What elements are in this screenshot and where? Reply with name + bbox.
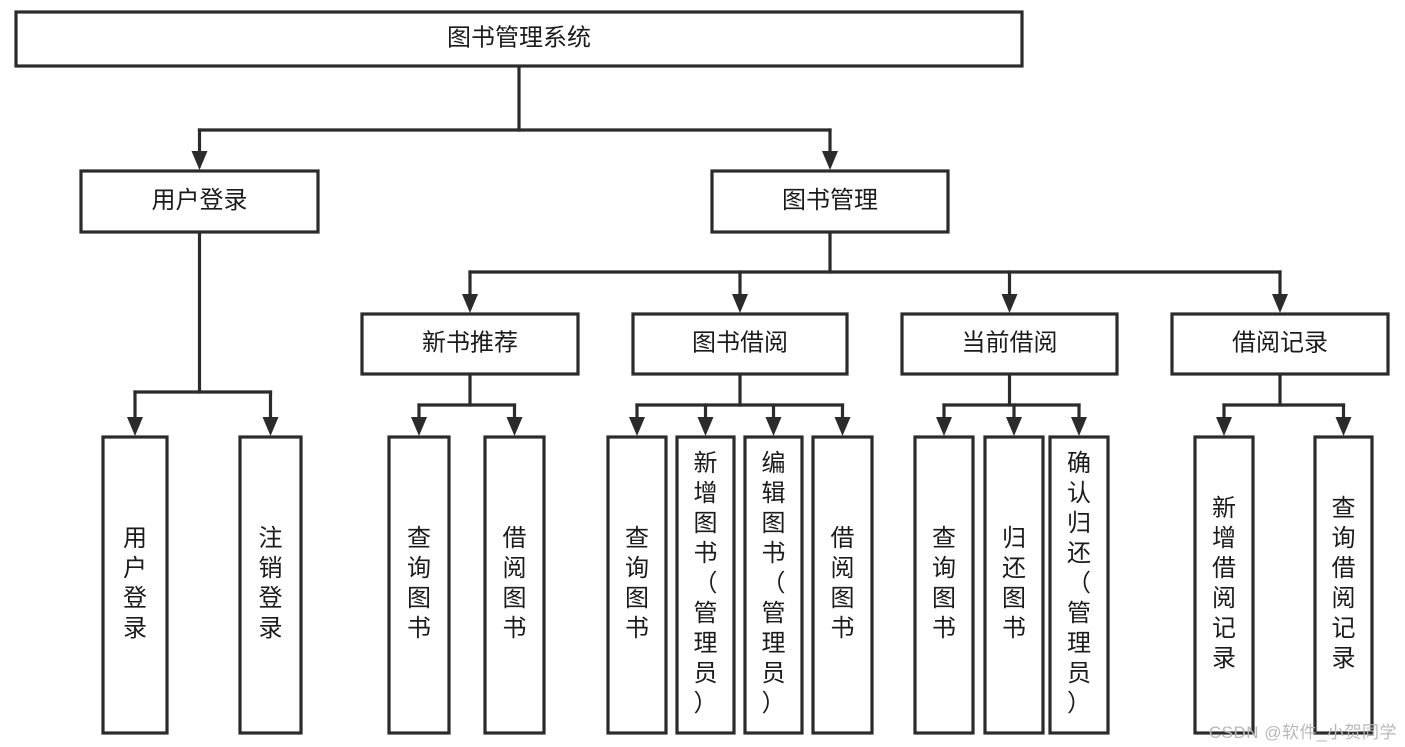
node-leaf-2[interactable]: 查询图书	[387, 435, 451, 735]
node-leaf-0-box[interactable]	[101, 435, 169, 735]
node-level3-2[interactable]: 当前借阅	[900, 312, 1119, 376]
node-leaf-7-box[interactable]	[811, 435, 874, 735]
node-leaf-1[interactable]: 注销登录	[238, 435, 303, 735]
node-leaf-4-label: 查询图书	[625, 525, 649, 642]
node-leaf-0-label: 用户登录	[123, 525, 147, 642]
node-level3-1[interactable]: 图书借阅	[631, 312, 849, 376]
node-level3-3-box[interactable]	[1170, 312, 1390, 376]
node-leaf-6[interactable]: 编辑图书（管理员）	[743, 435, 804, 735]
book-mgmt-to-level3-arrow-1	[732, 294, 748, 313]
node-leaf-10-label: 确认归还（管理员）	[1067, 450, 1091, 717]
node-leaf-5-label: 新增图书（管理员）	[694, 450, 718, 717]
node-root-box[interactable]	[14, 10, 1024, 68]
node-leaf-3-box[interactable]	[483, 435, 546, 735]
root-to-level2-arrow-0	[191, 151, 208, 170]
node-leaf-7[interactable]: 借阅图书	[811, 435, 874, 735]
root-to-level2-arrow-1	[822, 151, 838, 170]
node-level2-0[interactable]: 用户登录	[79, 169, 320, 234]
node-level3-1-box[interactable]	[631, 312, 849, 376]
node-leaf-10[interactable]: 确认归还（管理员）	[1048, 435, 1110, 735]
node-level2-0-label: 用户登录	[152, 187, 248, 214]
node-leaf-3[interactable]: 借阅图书	[483, 435, 546, 735]
node-leaf-9-box[interactable]	[983, 435, 1045, 735]
node-leaf-6-box[interactable]	[743, 435, 804, 735]
node-leaf-12[interactable]: 查询借阅记录	[1313, 435, 1374, 735]
node-level3-0[interactable]: 新书推荐	[360, 312, 580, 376]
node-level3-0-box[interactable]	[360, 312, 580, 376]
current-to-leaves-arrow-1	[1006, 417, 1022, 436]
borrow-to-leaves-arrow-0	[629, 417, 645, 436]
node-level3-2-label: 当前借阅	[962, 329, 1058, 356]
node-leaf-12-box[interactable]	[1313, 435, 1374, 735]
node-leaf-1-box[interactable]	[238, 435, 303, 735]
current-to-leaves-arrow-0	[936, 417, 952, 436]
node-leaf-8[interactable]: 查询图书	[913, 435, 975, 735]
node-layer: 图书管理系统用户登录图书管理新书推荐图书借阅当前借阅借阅记录用户登录注销登录查询…	[14, 10, 1390, 735]
node-leaf-5[interactable]: 新增图书（管理员）	[675, 435, 736, 735]
borrow-to-leaves-arrow-2	[765, 417, 782, 436]
current-to-leaves-arrow-2	[1071, 417, 1087, 436]
node-leaf-11-box[interactable]	[1193, 435, 1255, 735]
node-leaf-2-label: 查询图书	[407, 525, 431, 642]
borrow-to-leaves-arrow-1	[697, 417, 714, 436]
user-login-to-leaves-arrow-0	[127, 417, 143, 436]
node-leaf-9[interactable]: 归还图书	[983, 435, 1045, 735]
node-leaf-8-label: 查询图书	[932, 525, 956, 642]
node-leaf-3-label: 借阅图书	[503, 525, 527, 642]
node-root[interactable]: 图书管理系统	[14, 10, 1024, 68]
node-level3-2-box[interactable]	[900, 312, 1119, 376]
user-login-to-leaves-arrow-1	[262, 417, 279, 436]
book-mgmt-to-level3-arrow-2	[1001, 294, 1018, 313]
node-leaf-5-box[interactable]	[675, 435, 736, 735]
node-leaf-4[interactable]: 查询图书	[606, 435, 668, 735]
node-leaf-2-box[interactable]	[387, 435, 451, 735]
node-leaf-7-label: 借阅图书	[831, 525, 855, 642]
node-leaf-11[interactable]: 新增借阅记录	[1193, 435, 1255, 735]
node-leaf-11-label: 新增借阅记录	[1212, 495, 1236, 672]
borrow-to-leaves-arrow-3	[834, 417, 851, 436]
node-level3-3[interactable]: 借阅记录	[1170, 312, 1390, 376]
record-to-leaves-arrow-0	[1216, 417, 1232, 436]
node-leaf-10-box[interactable]	[1048, 435, 1110, 735]
node-leaf-4-box[interactable]	[606, 435, 668, 735]
connector-layer	[127, 64, 1352, 436]
new-book-to-leaves-arrow-0	[411, 417, 427, 436]
node-level3-1-label: 图书借阅	[692, 329, 788, 356]
node-leaf-12-label: 查询借阅记录	[1332, 495, 1356, 672]
node-leaf-6-label: 编辑图书（管理员）	[762, 450, 786, 717]
node-level2-1[interactable]: 图书管理	[710, 169, 950, 234]
book-mgmt-to-level3-arrow-3	[1272, 294, 1288, 313]
node-leaf-1-label: 注销登录	[259, 525, 283, 642]
record-to-leaves-arrow-1	[1335, 417, 1352, 436]
node-leaf-9-label: 归还图书	[1002, 525, 1026, 642]
node-level2-1-label: 图书管理	[782, 187, 878, 214]
node-level3-0-label: 新书推荐	[422, 329, 518, 356]
node-level2-0-box[interactable]	[79, 169, 320, 234]
node-root-label: 图书管理系统	[447, 24, 591, 51]
node-leaf-8-box[interactable]	[913, 435, 975, 735]
node-leaf-0[interactable]: 用户登录	[101, 435, 169, 735]
book-mgmt-to-level3-arrow-0	[462, 294, 478, 313]
new-book-to-leaves-arrow-1	[506, 417, 523, 436]
node-level3-3-label: 借阅记录	[1232, 329, 1328, 356]
node-level2-1-box[interactable]	[710, 169, 950, 234]
